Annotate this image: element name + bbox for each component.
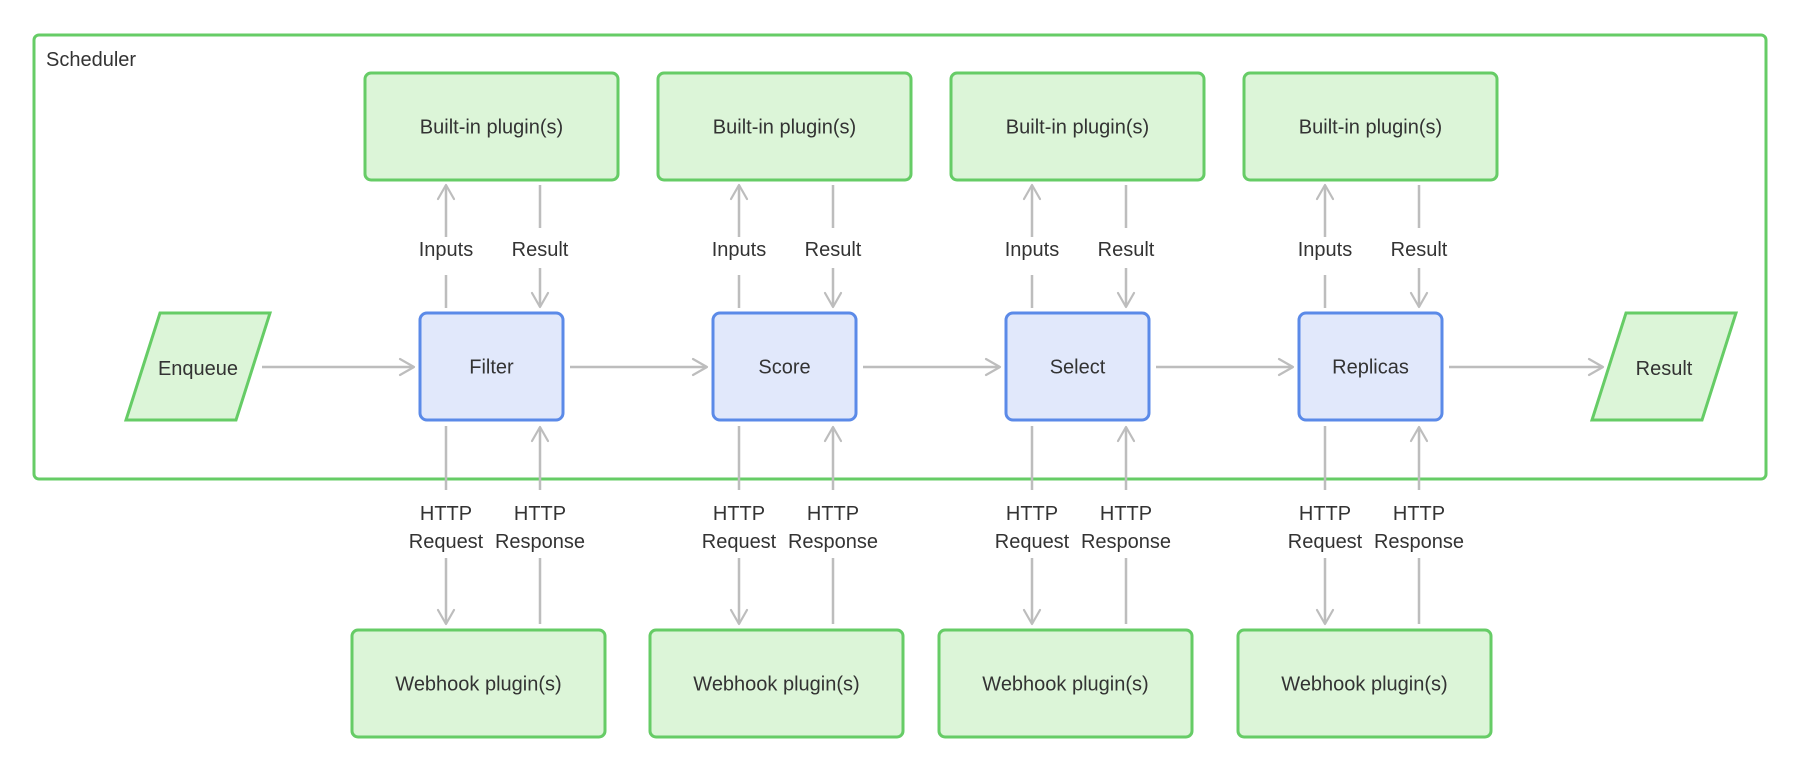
inputs-label-select: Inputs <box>1005 239 1059 261</box>
stage-label-filter: Filter <box>469 357 514 379</box>
stage-label-replicas: Replicas <box>1332 357 1409 379</box>
builtin-plugin-label-select: Built-in plugin(s) <box>1006 117 1149 139</box>
http-label-response-replicas: HTTP <box>1393 503 1445 525</box>
result-label-filter: Result <box>512 239 569 261</box>
scheduler-frame <box>32 33 1768 481</box>
enqueue-label: Enqueue <box>158 358 238 380</box>
result-label-score: Result <box>805 239 862 261</box>
scheduler-title: Scheduler <box>46 49 136 71</box>
http-label-response-select: HTTP <box>1100 503 1152 525</box>
http-label-request-score: HTTP <box>713 503 765 525</box>
builtin-plugin-box-replicas <box>1242 71 1499 182</box>
http-label-request-select: HTTP <box>1006 503 1058 525</box>
inputs-label-score: Inputs <box>712 239 766 261</box>
inputs-label-filter: Inputs <box>419 239 473 261</box>
builtin-plugin-label-filter: Built-in plugin(s) <box>420 117 563 139</box>
request-label-score: Request <box>702 531 777 553</box>
builtin-plugin-box-filter <box>363 71 620 182</box>
request-label-select: Request <box>995 531 1070 553</box>
webhook-plugin-label-score: Webhook plugin(s) <box>693 674 859 696</box>
result-label-select: Result <box>1098 239 1155 261</box>
request-label-replicas: Request <box>1288 531 1363 553</box>
http-label-request-replicas: HTTP <box>1299 503 1351 525</box>
enqueue-node <box>123 311 273 422</box>
result-label-replicas: Result <box>1391 239 1448 261</box>
result-label: Result <box>1636 358 1693 380</box>
webhook-plugin-label-select: Webhook plugin(s) <box>982 674 1148 696</box>
builtin-plugin-label-replicas: Built-in plugin(s) <box>1299 117 1442 139</box>
webhook-plugin-box-score <box>648 628 905 739</box>
response-label-filter: Response <box>495 531 585 553</box>
stage-box-filter <box>418 311 565 422</box>
stage-box-select <box>1004 311 1151 422</box>
stage-label-select: Select <box>1050 357 1106 379</box>
builtin-plugin-label-score: Built-in plugin(s) <box>713 117 856 139</box>
response-label-replicas: Response <box>1374 531 1464 553</box>
response-label-score: Response <box>788 531 878 553</box>
http-label-response-filter: HTTP <box>514 503 566 525</box>
webhook-plugin-box-filter <box>350 628 607 739</box>
webhook-plugin-box-select <box>937 628 1194 739</box>
stage-box-score <box>711 311 858 422</box>
stage-column-replicas: Built-in plugin(s) Inputs ResultReplicasHT… <box>1236 71 1499 739</box>
request-label-filter: Request <box>409 531 484 553</box>
webhook-plugin-label-replicas: Webhook plugin(s) <box>1281 674 1447 696</box>
http-label-request-filter: HTTP <box>420 503 472 525</box>
builtin-plugin-box-select <box>949 71 1206 182</box>
webhook-plugin-label-filter: Webhook plugin(s) <box>395 674 561 696</box>
stage-label-score: Score <box>758 357 810 379</box>
result-node <box>1589 311 1739 422</box>
webhook-plugin-box-replicas <box>1236 628 1493 739</box>
response-label-select: Response <box>1081 531 1171 553</box>
stage-box-replicas <box>1297 311 1444 422</box>
builtin-plugin-box-score <box>656 71 913 182</box>
stage-column-select: Built-in plugin(s) Inputs ResultSelectHTTP… <box>937 71 1206 739</box>
stage-column-filter: Built-in plugin(s) Inputs ResultFilterHTTP… <box>350 71 620 739</box>
http-label-response-score: HTTP <box>807 503 859 525</box>
inputs-label-replicas: Inputs <box>1298 239 1352 261</box>
stage-columns: Built-in plugin(s) Inputs ResultFilterHTTP… <box>350 71 1499 739</box>
